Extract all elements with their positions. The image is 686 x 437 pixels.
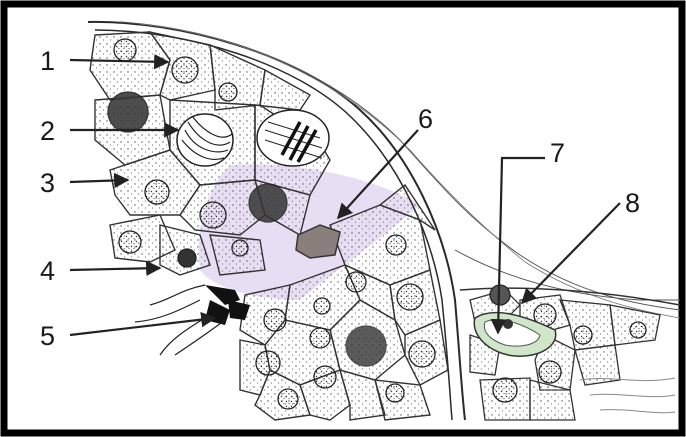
label-6: 6 — [418, 104, 433, 134]
label-8: 8 — [625, 188, 640, 218]
label-3: 3 — [40, 168, 55, 198]
label-1: 1 — [40, 46, 55, 76]
label-5: 5 — [40, 321, 55, 351]
label-2: 2 — [40, 116, 55, 146]
label-4: 4 — [40, 256, 55, 286]
label-7: 7 — [550, 138, 565, 168]
dividing-cell-1 — [177, 114, 233, 166]
dividing-cell-2 — [257, 110, 329, 166]
